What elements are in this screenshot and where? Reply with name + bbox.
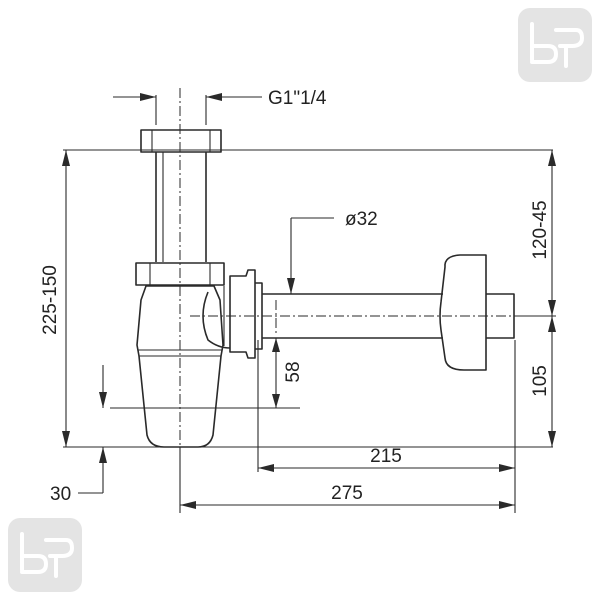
wall-height-label: 105 [530, 365, 551, 397]
outlet-height-label: 120-45 [530, 200, 551, 259]
brand-logo-bottom-left [8, 518, 82, 592]
inlet-tube [155, 152, 207, 262]
thread-size-label: G1"1/4 [268, 88, 327, 109]
middle-nut [135, 262, 225, 286]
pipe-length-label: 215 [370, 446, 402, 467]
bottom-gap-label: 30 [50, 484, 71, 505]
dimension-lines [63, 95, 556, 513]
outlet-connector [202, 269, 263, 359]
trap-offset-label: 58 [283, 361, 304, 382]
overall-length-label: 275 [331, 483, 363, 504]
top-nut [140, 129, 222, 153]
dimension-arrowheads [62, 93, 556, 509]
brand-logo-top-right [518, 8, 592, 82]
outlet-pipe [262, 293, 515, 339]
wall-rosette [439, 254, 487, 371]
pipe-diameter-label: ø32 [345, 209, 378, 230]
total-height-label: 225-150 [40, 265, 61, 335]
